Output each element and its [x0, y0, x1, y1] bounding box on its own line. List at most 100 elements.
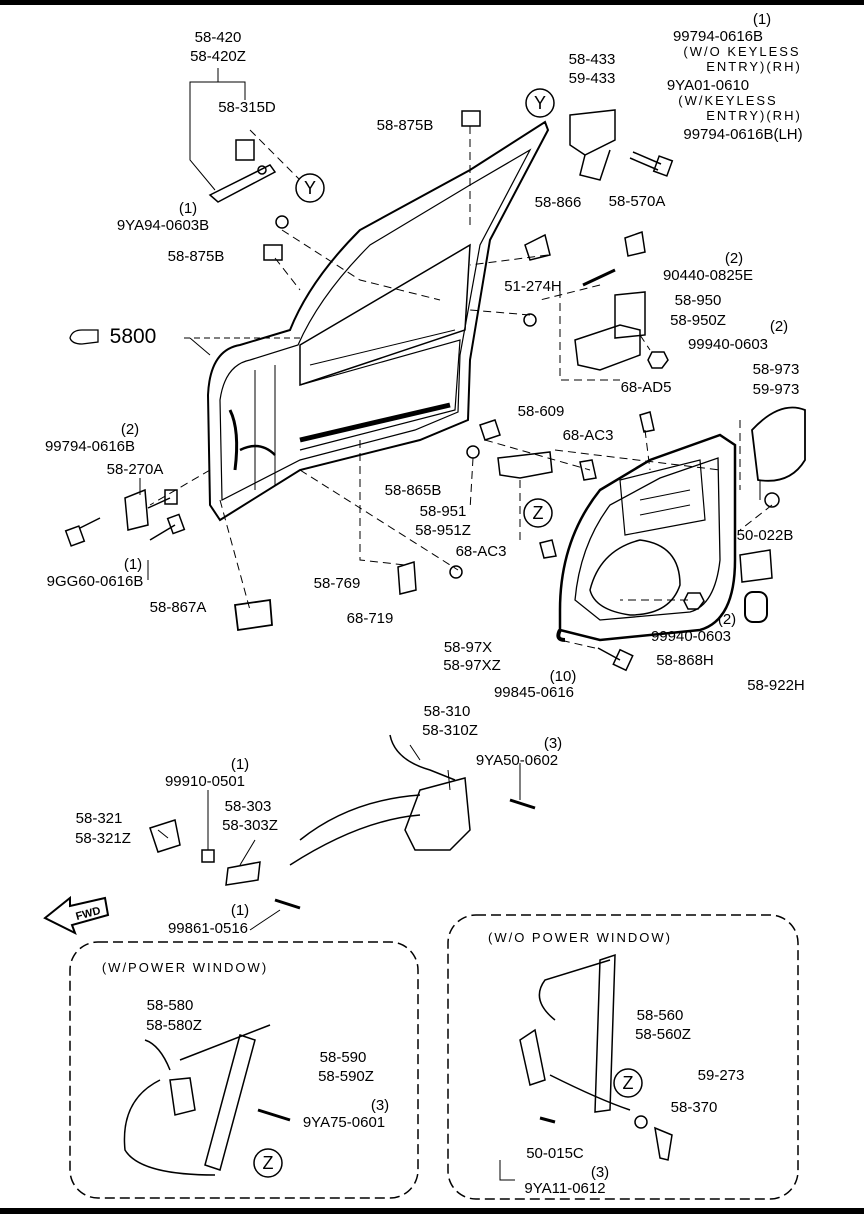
label-99794-0616b: 99794-0616B [45, 438, 135, 455]
label-58-867a: 58-867A [150, 599, 207, 616]
pad-58-875b-left [263, 244, 283, 261]
qty-2c: (2) [770, 318, 788, 335]
screw-9ya75 [257, 1108, 291, 1122]
label-9ya11: 9YA11-0612 [524, 1180, 605, 1197]
label-58-560: 58-560 [637, 1007, 684, 1024]
lever-58-321 [149, 819, 181, 853]
clip-68-ac3-a [579, 459, 597, 481]
label-58-609: 58-609 [518, 403, 565, 420]
pad-58-875b-top [461, 110, 481, 127]
qty-3c: (3) [591, 1164, 609, 1181]
label-58-590: 58-590 [320, 1049, 367, 1066]
ref-circle-z-1 [523, 498, 553, 528]
clip-59-273 [634, 1115, 648, 1129]
cover-58-973 [751, 406, 806, 482]
clip-9ya94 [275, 215, 289, 229]
clip-50-022b [764, 492, 780, 508]
grommet-58-868h [744, 591, 768, 623]
ref-circle-y-1 [295, 173, 325, 203]
ref-label-y-2: Y [534, 93, 546, 113]
reference-markers: Y Y Z Z Z [253, 88, 643, 1178]
label-58-321z: 58-321Z [75, 830, 131, 847]
ref-label-z-1: Z [533, 503, 544, 523]
qty-10: (10) [550, 668, 577, 685]
clip-58-865b [466, 445, 480, 459]
label-58-922h: 58-922H [747, 677, 805, 694]
label-58-868h: 58-868H [656, 652, 714, 669]
note-wo-keyless-1: (W/O KEYLESS [683, 44, 800, 59]
title-power-window: (W/POWER WINDOW) [102, 960, 268, 975]
label-5800: 5800 [110, 325, 157, 348]
nut-99910 [201, 849, 215, 863]
clip-58-866 [524, 233, 551, 261]
label-58-865b: 58-865B [385, 482, 442, 499]
note-wo-keyless-2: ENTRY)(RH) [706, 59, 802, 74]
label-58-973: 58-973 [753, 361, 800, 378]
label-59-973: 59-973 [753, 381, 800, 398]
clip-58-867a [234, 598, 273, 632]
label-58-950: 58-950 [675, 292, 722, 309]
label-59-433: 59-433 [569, 70, 616, 87]
pad-58-922h [739, 549, 773, 583]
label-58-420: 58-420 [195, 29, 242, 46]
clip-68-719 [449, 565, 463, 579]
ref-circle-z-2 [253, 1148, 283, 1178]
label-58-270a: 58-270A [107, 461, 164, 478]
clip-68-ad5 [639, 411, 655, 433]
label-99845: 99845-0616 [494, 684, 574, 701]
fwd-arrow-icon [43, 895, 110, 936]
title-manual-window: (W/O POWER WINDOW) [488, 930, 672, 945]
pointer-hand-icon [69, 329, 99, 345]
qty-3b: (3) [371, 1097, 389, 1114]
latch-58-310 [289, 734, 471, 866]
nut-99940-b [683, 592, 705, 610]
label-68-ac3-b: 68-AC3 [456, 543, 507, 560]
screw-50-015c [539, 1116, 556, 1124]
inner-handle-58-303 [225, 861, 261, 886]
label-58-303: 58-303 [225, 798, 272, 815]
door-shell-5800 [206, 120, 550, 522]
screw-99861 [274, 898, 301, 910]
label-58-315d: 58-315D [218, 99, 276, 116]
qty-1b: (1) [124, 556, 142, 573]
label-99940-b: 99940-0603 [651, 628, 731, 645]
note-w-keyless-1: (W/KEYLESS [678, 93, 777, 108]
label-68-ad5: 68-AD5 [621, 379, 672, 396]
label-58-310z: 58-310Z [422, 722, 478, 739]
label-58-570a: 58-570A [609, 193, 666, 210]
screw-90440 [582, 268, 616, 287]
bottom-border [0, 1208, 864, 1214]
label-58-560z: 58-560Z [635, 1026, 691, 1043]
label-99794-lh: 99794-0616B(LH) [683, 126, 802, 143]
label-58-370: 58-370 [671, 1099, 718, 1116]
ref-label-z-2: Z [263, 1153, 274, 1173]
ref-circle-y-2 [525, 88, 555, 118]
label-58-420z: 58-420Z [190, 48, 246, 65]
label-58-875b-top: 58-875B [377, 117, 434, 134]
manual-window-box [447, 914, 799, 1200]
qty-1e: (1) [231, 902, 249, 919]
label-58-97xz: 58-97XZ [443, 657, 501, 674]
label-90440: 90440-0825E [663, 267, 753, 284]
label-58-433: 58-433 [569, 51, 616, 68]
label-58-951: 58-951 [420, 503, 467, 520]
label-9gg60: 9GG60-0616B [47, 573, 144, 590]
label-58-580: 58-580 [147, 997, 194, 1014]
label-58-769: 58-769 [314, 575, 361, 592]
label-58-866: 58-866 [535, 194, 582, 211]
solid-leaders [139, 68, 761, 1181]
label-50-015c: 50-015C [526, 1145, 584, 1162]
label-99940-a: 99940-0603 [688, 336, 768, 353]
label-9ya75: 9YA75-0601 [303, 1114, 385, 1131]
label-68-719: 68-719 [347, 610, 394, 627]
manual-window-regulator [519, 953, 631, 1113]
door-trim-panel [558, 433, 737, 642]
label-68-ac3-a: 68-AC3 [563, 427, 614, 444]
nut-51-274h [523, 313, 537, 327]
label-58-97x: 58-97X [444, 639, 492, 656]
nut-99940-a [647, 351, 669, 369]
strip-58-769 [397, 561, 417, 595]
clip-58-570a [624, 230, 646, 257]
bolt-99794 [629, 151, 674, 177]
clip-58-609 [479, 419, 501, 441]
